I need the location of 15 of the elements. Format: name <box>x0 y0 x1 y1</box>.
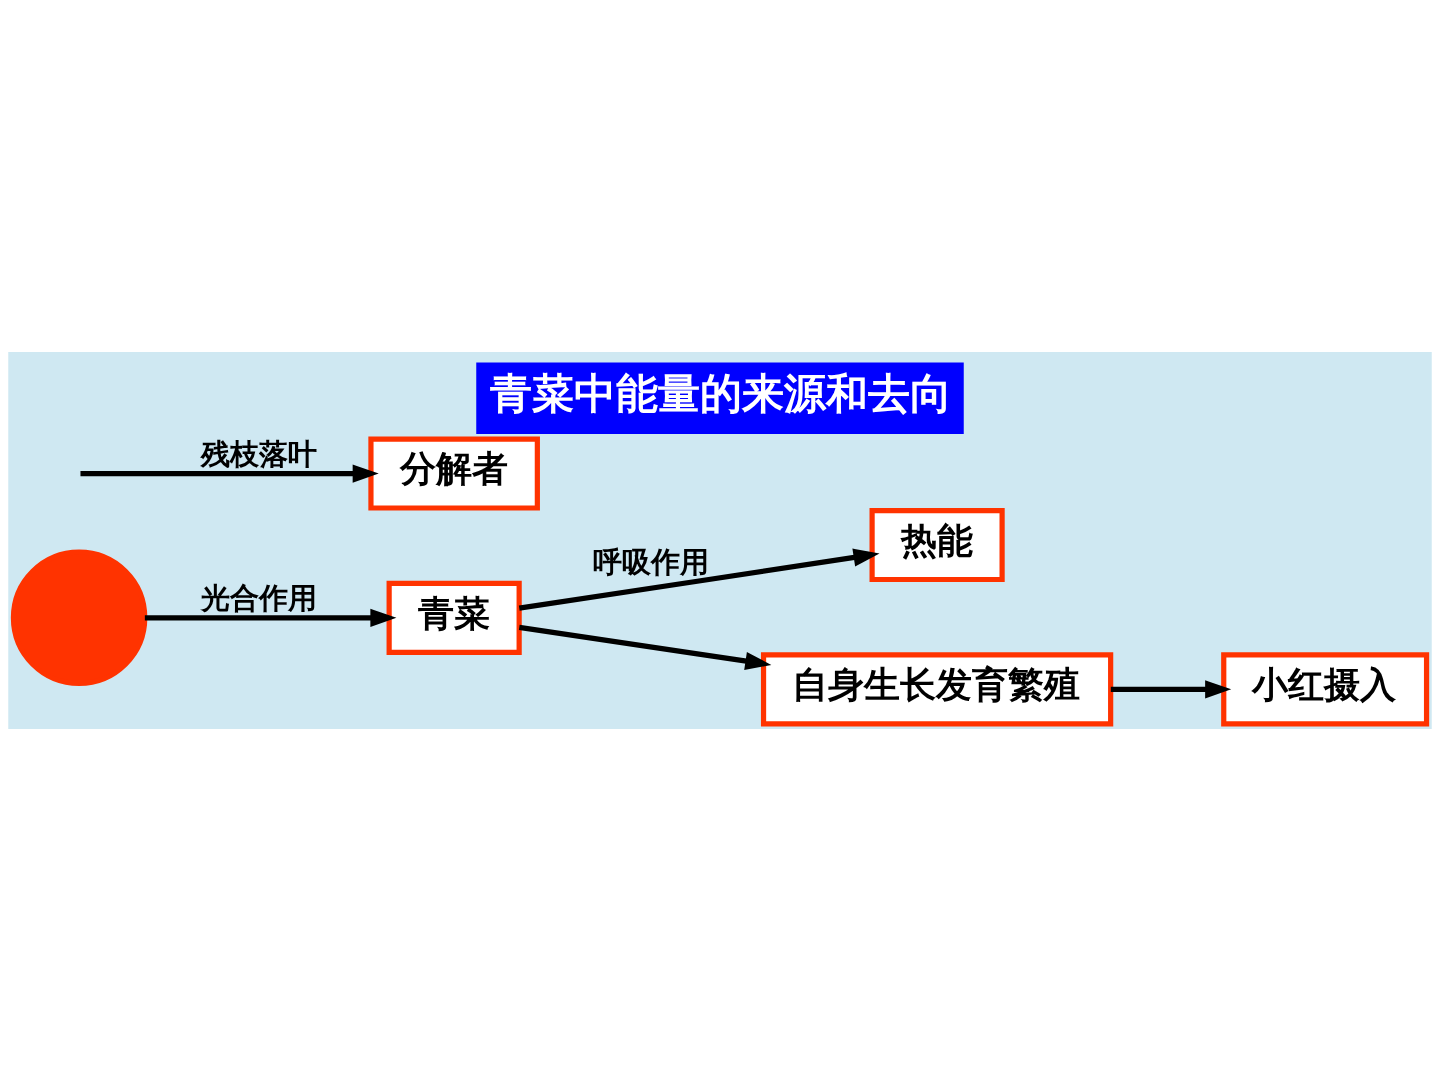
node-box: 小红摄入 <box>1221 651 1430 726</box>
arrow <box>80 463 379 483</box>
arrow <box>518 547 880 611</box>
node-box: 热能 <box>869 507 1005 582</box>
diagram-title: 青菜中能量的来源和去向 <box>489 368 952 418</box>
edge-label: 呼吸作用 <box>593 544 710 579</box>
node-box: 分解者 <box>368 436 540 511</box>
arrow <box>1110 679 1232 698</box>
node-box: 青菜 <box>386 580 522 655</box>
edge-label: 残枝落叶 <box>200 436 317 471</box>
edge-label: 光合作用 <box>200 580 317 615</box>
node-circle <box>10 549 148 686</box>
arrow <box>144 608 397 627</box>
arrow <box>518 624 772 670</box>
node-box: 自身生长发育繁殖 <box>760 651 1114 726</box>
